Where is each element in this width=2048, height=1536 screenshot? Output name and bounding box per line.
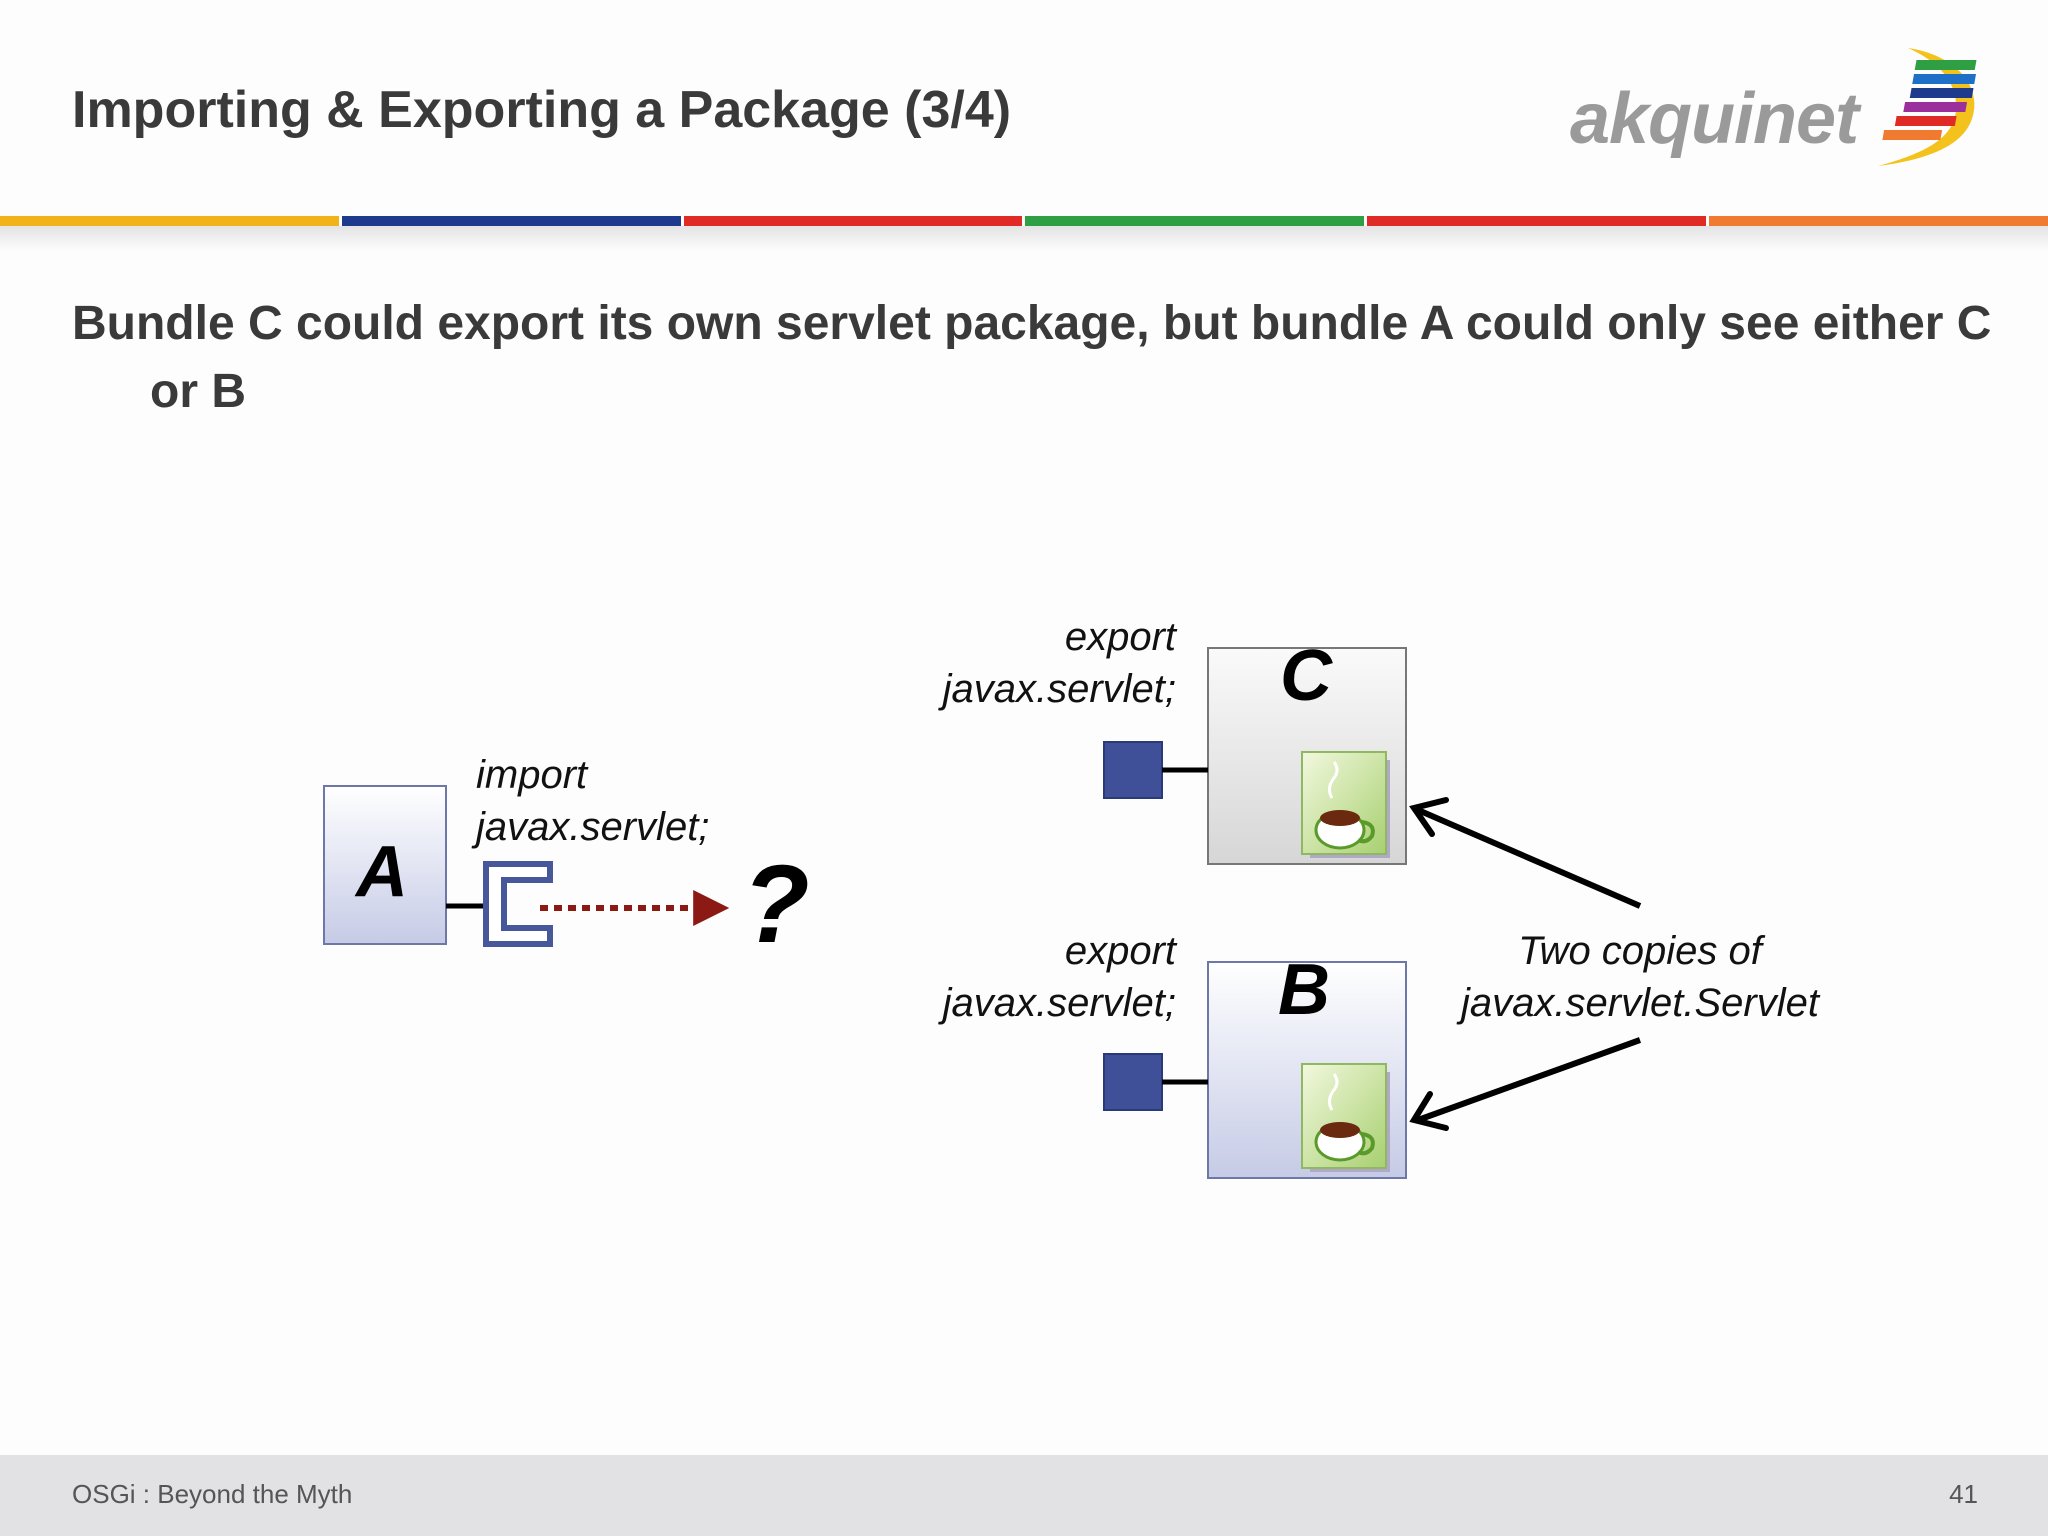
color-bar-segment	[341, 216, 681, 226]
bundle-c-label: C	[1280, 636, 1333, 716]
header-bar-shadow	[0, 226, 2048, 252]
import-label-package: javax.servlet;	[471, 805, 709, 849]
bullet-text: Bundle C could export its own servlet pa…	[72, 297, 1992, 418]
note-arrow-to-b	[1409, 1037, 1642, 1131]
bundle-b: B	[1207, 950, 1407, 1179]
color-bar-segment	[1367, 216, 1707, 226]
note-line-1: Two copies of	[1518, 929, 1766, 973]
logo-text: akquinet	[1570, 79, 1859, 159]
import-label-keyword: import	[476, 753, 589, 797]
note-arrow-to-c	[1409, 797, 1642, 909]
java-coffee-cup-icon	[1301, 751, 1390, 858]
import-socket-icon	[483, 861, 553, 947]
bundle-b-label: B	[1278, 950, 1330, 1030]
java-coffee-cup-icon	[1301, 1063, 1390, 1172]
note-line-2: javax.servlet.Servlet	[1456, 981, 1821, 1025]
footer: OSGi : Beyond the Myth 41	[0, 1455, 2048, 1536]
bundle-diagram: A import javax.servlet; ? C export javax…	[323, 615, 1821, 1179]
bundle-c-export-package: javax.servlet;	[938, 667, 1176, 711]
bundle-c-export-port	[1103, 741, 1163, 799]
color-bar-segment	[683, 216, 1023, 226]
bundle-b-export-package: javax.servlet;	[938, 981, 1176, 1025]
color-bar-segment	[0, 216, 339, 226]
header-color-bar	[0, 216, 2048, 226]
bundle-b-export-keyword: export	[1065, 929, 1178, 973]
page-number: 41	[1949, 1479, 1978, 1509]
unresolved-question-mark: ?	[742, 843, 809, 966]
bundle-a: A	[323, 785, 447, 945]
bundle-c-export-keyword: export	[1065, 615, 1178, 659]
bundle-b-export-port	[1103, 1053, 1163, 1111]
footer-text: OSGi : Beyond the Myth	[72, 1479, 353, 1509]
logo-swoosh-icon	[1878, 48, 1977, 166]
color-bar-segment	[1709, 216, 2048, 226]
slide-title: Importing & Exporting a Package (3/4)	[72, 81, 1012, 139]
akquinet-logo: akquinet	[1570, 40, 2000, 175]
color-bar-segment	[1025, 216, 1365, 226]
bundle-a-label: A	[354, 832, 408, 912]
bundle-c: C	[1207, 636, 1407, 865]
